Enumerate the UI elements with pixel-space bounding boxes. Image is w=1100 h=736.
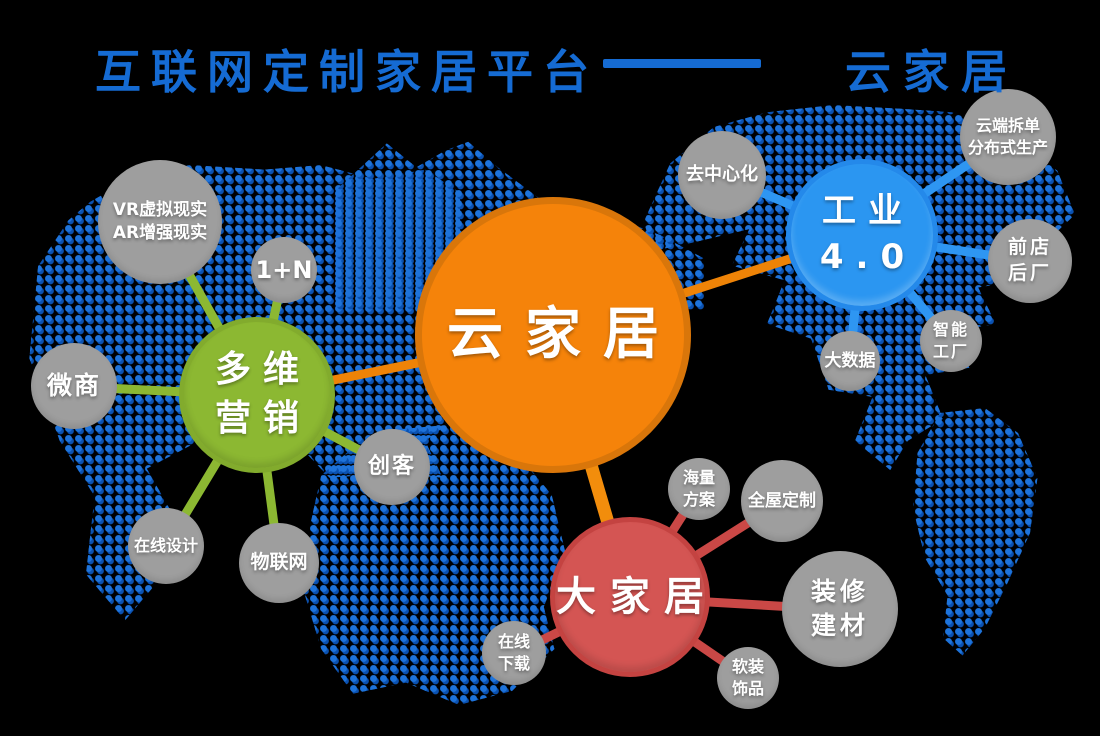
node-weishang-label: 微商: [46, 371, 101, 401]
hub-industry-label-1: 工业: [822, 191, 914, 232]
node-chuangke: 创客: [354, 429, 430, 505]
node-decentralization-label: 去中心化: [686, 163, 758, 185]
node-massive-plans-label-2: 方案: [682, 490, 715, 509]
node-smart-factory-label-2: 工厂: [932, 342, 969, 361]
node-big-data: 大数据: [820, 331, 880, 391]
node-vr-ar-label-2: AR增强现实: [112, 223, 208, 243]
node-decoration-label-1: 装修: [810, 577, 869, 607]
node-iot: 物联网: [239, 523, 319, 603]
node-decoration-label-2: 建材: [810, 611, 869, 640]
node-one-plus-n-label: 1+N: [255, 255, 313, 284]
node-smart-factory: 智能 工厂: [920, 310, 982, 372]
node-vr-ar-label-1: VR虚拟现实: [112, 200, 208, 221]
node-massive-plans: 海量 方案: [668, 458, 730, 520]
node-whole-house-custom: 全屋定制: [741, 460, 823, 542]
hub-cloud-home-label: 云家居: [447, 302, 681, 368]
hub-industry-label-2: 4.0: [819, 237, 917, 277]
title-dash-line: [603, 59, 761, 68]
node-decoration-materials: 装修 建材: [782, 551, 898, 667]
node-front-store-label-2: 后厂: [1007, 262, 1052, 284]
map-blob-south-america: [913, 408, 1038, 656]
node-one-plus-n: 1+N: [251, 237, 317, 303]
node-cloud-split-order: 云端拆单 分布式生产: [960, 89, 1056, 185]
hub-marketing-label-1: 多维: [214, 349, 311, 391]
node-whole-house-label: 全屋定制: [748, 490, 816, 511]
hub-industry-40: 工业 4.0: [786, 159, 938, 311]
node-weishang: 微商: [31, 343, 117, 429]
node-cloud-split-label-1: 云端拆单: [975, 116, 1040, 136]
hub-multi-marketing: 多维 营销: [179, 317, 335, 473]
hub-big-home-label: 大家居: [556, 574, 718, 620]
node-massive-plans-label-1: 海量: [682, 468, 715, 488]
node-cloud-split-label-2: 分布式生产: [967, 138, 1048, 157]
node-soft-decor-label-1: 软装: [731, 657, 764, 677]
node-online-design-label: 在线设计: [133, 536, 198, 556]
node-soft-decor-label-2: 饰品: [731, 679, 764, 698]
node-front-store-back-factory: 前店 后厂: [988, 219, 1072, 303]
page-title-brand: 云家居: [845, 45, 1019, 99]
hub-marketing-label-2: 营销: [214, 398, 311, 439]
node-online-download: 在线 下载: [482, 621, 546, 685]
node-smart-factory-label-1: 智能: [932, 320, 969, 340]
node-chuangke-label: 创客: [367, 454, 416, 480]
page-title: 互联网定制家居平台: [95, 45, 599, 99]
node-soft-decor: 软装 饰品: [717, 647, 779, 709]
node-vr-ar: VR虚拟现实 AR增强现实: [98, 160, 222, 284]
hub-big-home: 大家居: [550, 517, 710, 677]
node-online-design: 在线设计: [128, 508, 204, 584]
node-decentralization: 去中心化: [678, 131, 766, 219]
node-online-download-label-1: 在线: [497, 632, 530, 652]
node-iot-label: 物联网: [250, 551, 308, 574]
node-big-data-label: 大数据: [824, 350, 876, 371]
node-online-download-label-2: 下载: [497, 654, 530, 673]
hub-cloud-home: 云家居: [415, 197, 691, 473]
node-front-store-label-1: 前店: [1007, 236, 1052, 259]
